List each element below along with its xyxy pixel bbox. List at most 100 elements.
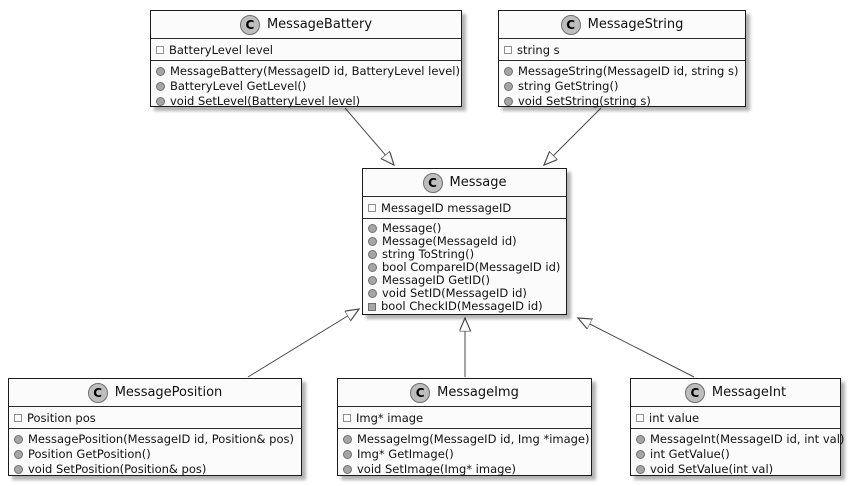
field-icon bbox=[504, 46, 512, 54]
method-row: Position GetPosition() bbox=[14, 447, 296, 462]
field-row: string s bbox=[504, 43, 740, 57]
field-text: BatteryLevel level bbox=[169, 43, 273, 57]
field-icon bbox=[14, 414, 22, 422]
class-name: MessageImg bbox=[437, 385, 519, 400]
method-row: MessageID GetID() bbox=[368, 274, 561, 287]
method-icon bbox=[368, 263, 377, 272]
field-text: Img* image bbox=[356, 411, 424, 425]
class-name: MessageBattery bbox=[266, 17, 373, 32]
method-text: void SetString(string s) bbox=[518, 94, 651, 108]
method-icon bbox=[368, 224, 377, 233]
method-row: MessageBattery(MessageID id, BatteryLeve… bbox=[156, 64, 460, 79]
methods-section: Message() Message(MessageId id) string T… bbox=[363, 219, 566, 316]
method-text: Message() bbox=[382, 221, 442, 235]
method-text: string ToString() bbox=[382, 247, 475, 261]
class-name: MessageString bbox=[587, 17, 684, 32]
method-text: BatteryLevel GetLevel() bbox=[170, 79, 307, 93]
method-icon bbox=[368, 289, 377, 298]
method-text: Message(MessageId id) bbox=[382, 234, 517, 248]
method-text: MessageBattery(MessageID id, BatteryLeve… bbox=[170, 64, 460, 78]
class-name: MessagePosition bbox=[114, 385, 223, 400]
method-icon bbox=[504, 67, 513, 76]
class-message: C Message MessageID messageID Message() … bbox=[362, 168, 567, 315]
method-row: Img* GetImage() bbox=[343, 447, 586, 462]
class-messageposition: C MessagePosition Position pos MessagePo… bbox=[8, 378, 302, 476]
method-row: MessagePosition(MessageID id, Position& … bbox=[14, 432, 296, 447]
method-row: bool CompareID(MessageID id) bbox=[368, 261, 561, 274]
method-text: bool CheckID(MessageID id) bbox=[381, 299, 543, 313]
method-text: MessagePosition(MessageID id, Position& … bbox=[28, 432, 294, 446]
method-icon bbox=[636, 465, 645, 474]
method-row: string ToString() bbox=[368, 248, 561, 261]
method-icon bbox=[14, 450, 23, 459]
field-text: int value bbox=[649, 411, 700, 425]
method-row: MessageInt(MessageID id, int val) bbox=[636, 432, 844, 447]
method-icon-square bbox=[368, 302, 376, 311]
method-icon bbox=[636, 435, 645, 444]
field-icon bbox=[343, 414, 351, 422]
field-icon bbox=[156, 46, 164, 54]
class-header: C MessagePosition bbox=[9, 379, 301, 407]
methods-section: MessageBattery(MessageID id, BatteryLeve… bbox=[151, 61, 461, 112]
field-icon bbox=[368, 204, 376, 212]
methods-section: MessageImg(MessageID id, Img *image) Img… bbox=[338, 429, 591, 480]
method-text: void SetID(MessageID id) bbox=[382, 286, 527, 300]
method-row: MessageImg(MessageID id, Img *image) bbox=[343, 432, 590, 447]
fields-section: string s bbox=[499, 39, 745, 61]
method-text: string GetString() bbox=[518, 79, 619, 93]
method-text: Position GetPosition() bbox=[28, 447, 151, 461]
inheritance-arrow-string-to-message bbox=[544, 107, 602, 165]
field-row: Position pos bbox=[14, 411, 296, 425]
fields-section: BatteryLevel level bbox=[151, 39, 461, 61]
field-row: BatteryLevel level bbox=[156, 43, 456, 57]
method-icon bbox=[14, 465, 23, 474]
method-text: Img* GetImage() bbox=[357, 447, 454, 461]
class-icon: C bbox=[684, 382, 705, 403]
class-name: MessageInt bbox=[711, 385, 787, 400]
method-row: int GetValue() bbox=[636, 447, 835, 462]
method-icon bbox=[368, 237, 377, 246]
method-text: MessageInt(MessageID id, int val) bbox=[650, 432, 845, 446]
method-row: string GetString() bbox=[504, 79, 740, 94]
class-messagestring: C MessageString string s MessageString(M… bbox=[498, 10, 746, 108]
method-icon bbox=[343, 450, 352, 459]
method-text: bool CompareID(MessageID id) bbox=[382, 260, 561, 274]
method-text: MessageImg(MessageID id, Img *image) bbox=[357, 432, 590, 446]
class-icon: C bbox=[560, 14, 581, 35]
method-icon bbox=[343, 435, 352, 444]
inheritance-arrow-position-to-message bbox=[247, 309, 359, 378]
method-text: void SetValue(int val) bbox=[650, 462, 774, 476]
method-text: void SetImage(Img* image) bbox=[357, 462, 516, 476]
method-row: void SetValue(int val) bbox=[636, 462, 835, 477]
fields-section: Img* image bbox=[338, 407, 591, 429]
class-header: C MessageInt bbox=[631, 379, 840, 407]
method-row: Message(MessageId id) bbox=[368, 235, 561, 248]
field-icon bbox=[636, 414, 644, 422]
class-header: C MessageString bbox=[499, 11, 745, 39]
method-icon bbox=[156, 82, 165, 91]
method-row: void SetID(MessageID id) bbox=[368, 287, 561, 300]
method-row: void SetImage(Img* image) bbox=[343, 462, 586, 477]
class-name: Message bbox=[449, 175, 507, 190]
methods-section: MessageInt(MessageID id, int val) int Ge… bbox=[631, 429, 844, 480]
class-messagebattery: C MessageBattery BatteryLevel level Mess… bbox=[150, 10, 462, 108]
method-row: BatteryLevel GetLevel() bbox=[156, 79, 456, 94]
fields-section: int value bbox=[631, 407, 840, 429]
field-text: MessageID messageID bbox=[381, 201, 512, 215]
class-icon: C bbox=[87, 382, 108, 403]
method-row: MessageString(MessageID id, string s) bbox=[504, 64, 740, 79]
method-row: bool CheckID(MessageID id) bbox=[368, 300, 561, 313]
inheritance-arrow-int-to-message bbox=[578, 318, 695, 378]
field-text: Position pos bbox=[27, 411, 96, 425]
method-row: void SetLevel(BatteryLevel level) bbox=[156, 94, 456, 109]
methods-section: MessageString(MessageID id, string s) st… bbox=[499, 61, 745, 112]
method-text: MessageID GetID() bbox=[382, 273, 491, 287]
class-messageint: C MessageInt int value MessageInt(Messag… bbox=[630, 378, 844, 476]
fields-section: MessageID messageID bbox=[363, 197, 566, 219]
method-icon bbox=[156, 67, 165, 76]
method-icon bbox=[504, 82, 513, 91]
method-row: void SetString(string s) bbox=[504, 94, 740, 109]
class-icon: C bbox=[410, 382, 431, 403]
